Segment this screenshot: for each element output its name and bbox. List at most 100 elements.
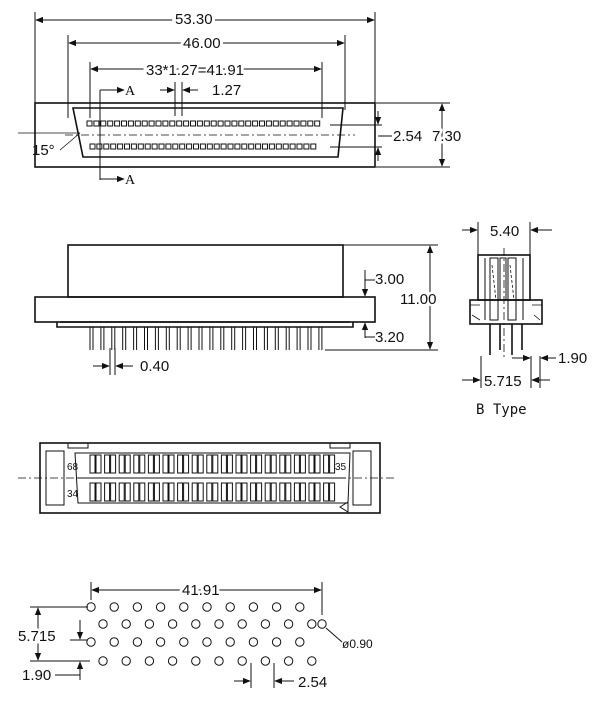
hole bbox=[237, 656, 247, 666]
hole-diameter-label: ø0.90 bbox=[342, 637, 373, 651]
contact bbox=[137, 143, 144, 150]
contact bbox=[296, 143, 303, 150]
hole bbox=[121, 619, 131, 629]
contact bbox=[206, 143, 213, 150]
contact bbox=[153, 454, 160, 474]
top-view: 15° 53.30 46.00 33*1.27=41.91 1.27 A A bbox=[18, 8, 464, 188]
pin-label-68: 68 bbox=[67, 462, 79, 473]
total-height-label: 11.00 bbox=[400, 291, 436, 308]
contact bbox=[206, 482, 213, 502]
contact bbox=[252, 120, 259, 127]
contact bbox=[329, 482, 336, 502]
contact bbox=[299, 482, 306, 502]
contact bbox=[199, 143, 206, 150]
hole bbox=[191, 619, 201, 629]
hole bbox=[295, 602, 305, 612]
contact bbox=[124, 454, 131, 474]
contact bbox=[268, 143, 275, 150]
hole bbox=[98, 619, 108, 629]
section-mark-top: A bbox=[125, 84, 136, 99]
contact bbox=[183, 120, 190, 127]
contact bbox=[212, 454, 219, 474]
contact bbox=[177, 482, 184, 502]
contact bbox=[190, 120, 196, 127]
contact bbox=[314, 454, 321, 474]
contact bbox=[93, 120, 100, 127]
contact bbox=[285, 454, 292, 474]
hole bbox=[98, 656, 108, 666]
contact bbox=[323, 454, 330, 474]
hole bbox=[283, 656, 294, 666]
contact bbox=[203, 120, 210, 127]
contact bbox=[158, 143, 165, 150]
contact bbox=[110, 454, 117, 474]
hole bbox=[202, 637, 212, 647]
hole bbox=[248, 602, 259, 612]
contact bbox=[250, 454, 257, 474]
pcb-span-label: 41.91 bbox=[182, 582, 220, 599]
hole bbox=[144, 619, 155, 629]
contact bbox=[133, 454, 140, 474]
contact bbox=[293, 120, 300, 127]
upper-contact-row bbox=[86, 120, 321, 127]
contact bbox=[141, 120, 148, 127]
contact bbox=[248, 143, 255, 150]
contact bbox=[279, 120, 286, 127]
hole bbox=[283, 619, 294, 629]
hole-grid bbox=[86, 602, 327, 666]
hole bbox=[260, 619, 271, 629]
hole bbox=[167, 656, 178, 666]
contact bbox=[241, 454, 248, 474]
contact bbox=[127, 120, 134, 127]
body-height-label: 7.30 bbox=[432, 128, 461, 145]
contact bbox=[300, 120, 307, 127]
hole bbox=[271, 637, 282, 647]
contact bbox=[227, 143, 234, 150]
contact bbox=[168, 482, 175, 502]
contact bbox=[144, 143, 151, 150]
contact bbox=[118, 482, 125, 502]
contact bbox=[124, 143, 130, 150]
contact bbox=[153, 482, 160, 502]
contact bbox=[329, 454, 336, 474]
contact bbox=[285, 482, 292, 502]
contact bbox=[162, 120, 169, 127]
row-spacing-label: 2.54 bbox=[393, 128, 422, 145]
hole bbox=[155, 602, 166, 612]
contact bbox=[197, 454, 204, 474]
pitch-label: 1.27 bbox=[212, 82, 241, 99]
contact bbox=[235, 454, 242, 474]
hole bbox=[191, 656, 201, 666]
hole bbox=[109, 602, 119, 612]
section-mark-bottom: A bbox=[125, 173, 136, 188]
contact bbox=[303, 143, 310, 150]
contact bbox=[130, 143, 137, 150]
contact bbox=[250, 482, 257, 502]
hole bbox=[248, 637, 259, 647]
contact bbox=[308, 482, 315, 502]
contact bbox=[279, 482, 286, 502]
contact bbox=[110, 143, 117, 150]
pcb-pitch-label: 2.54 bbox=[298, 674, 327, 691]
contact bbox=[104, 454, 111, 474]
contact bbox=[235, 482, 242, 502]
contact bbox=[226, 482, 233, 502]
front-view: 3.00 3.20 11.00 0.40 bbox=[34, 244, 439, 375]
contact bbox=[256, 482, 263, 502]
contact bbox=[259, 120, 265, 127]
contact bbox=[299, 454, 306, 474]
flange-outline bbox=[34, 102, 376, 168]
contact bbox=[148, 120, 155, 127]
contact bbox=[314, 482, 321, 502]
contact bbox=[238, 120, 245, 127]
contact bbox=[124, 482, 131, 502]
contact bbox=[212, 482, 219, 502]
hole bbox=[271, 602, 282, 612]
contact bbox=[147, 482, 154, 502]
contact bbox=[220, 143, 227, 150]
pcb-layout: 41.91 5.715 1.90 ø0.90 2.54 bbox=[16, 579, 374, 691]
contact bbox=[139, 454, 146, 474]
shell-body bbox=[67, 244, 344, 298]
body-width-label: 46.00 bbox=[183, 35, 221, 52]
side-view: 5.40 5.715 1.90 B Type bbox=[462, 222, 587, 418]
